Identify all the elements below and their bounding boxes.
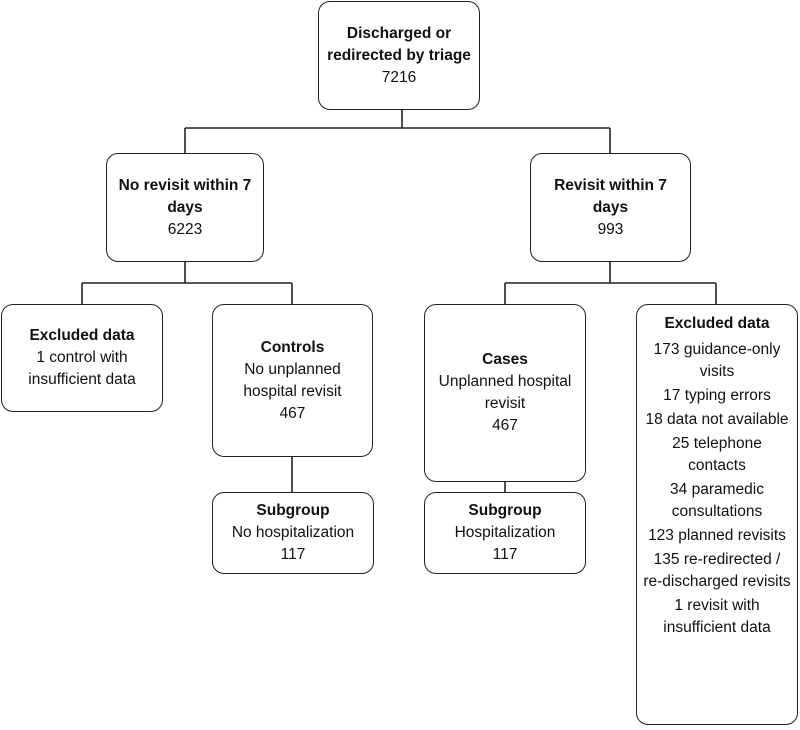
subgroup-cases-detail: Hospitalization <box>454 524 556 541</box>
controls-count: 467 <box>279 404 306 422</box>
revisit-title: Revisit within 7 days <box>554 176 667 216</box>
excluded-item: 18 data not available <box>645 411 789 428</box>
excluded-item: 173 guidance-only visits <box>653 341 781 380</box>
subgroup-controls-count: 117 <box>280 546 306 563</box>
cases-detail: Unplanned hospital revisit <box>438 373 572 412</box>
controls-box: Controls No unplanned hospital revisit 4… <box>212 304 373 457</box>
cases-count: 467 <box>492 417 518 434</box>
controls-title: Controls <box>260 338 325 356</box>
cases-box: Cases Unplanned hospital revisit 467 <box>424 304 586 482</box>
excluded-left-title: Excluded data <box>29 327 135 344</box>
no-revisit-box: No revisit within 7 days 6223 <box>106 153 264 262</box>
excluded-right-box: Excluded data 173 guidance-only visits 1… <box>636 304 798 725</box>
subgroup-cases-title: Subgroup <box>468 502 542 519</box>
revisit-box: Revisit within 7 days 993 <box>530 153 691 262</box>
no-revisit-title: No revisit within 7 days <box>118 176 252 216</box>
excluded-left-box: Excluded data 1 control with insufficien… <box>1 304 163 412</box>
subgroup-cases-count: 117 <box>492 546 518 563</box>
excluded-item: 135 re-redirected / re-discharged revisi… <box>643 551 791 590</box>
excluded-left-detail: 1 control with insufficient data <box>28 349 136 388</box>
excluded-item: 34 paramedic consultations <box>670 481 764 520</box>
excluded-item: 123 planned revisits <box>648 527 786 544</box>
subgroup-controls-title: Subgroup <box>256 502 330 519</box>
excluded-item: 1 revisit with insufficient data <box>663 597 771 636</box>
subgroup-controls-detail: No hospitalization <box>231 524 355 541</box>
subgroup-controls-box: Subgroup No hospitalization 117 <box>212 492 374 574</box>
excluded-item: 25 telephone contacts <box>672 435 762 474</box>
controls-detail: No unplanned hospital revisit <box>243 360 342 400</box>
excluded-item: 17 typing errors <box>663 387 771 404</box>
root-count: 7216 <box>381 68 417 86</box>
root-box: Discharged or redirected by triage 7216 <box>318 1 480 110</box>
excluded-right-title: Excluded data <box>664 315 770 332</box>
root-title: Discharged or redirected by triage <box>327 24 471 64</box>
cases-title: Cases <box>482 351 528 368</box>
no-revisit-count: 6223 <box>167 220 203 238</box>
revisit-count: 993 <box>597 220 624 238</box>
subgroup-cases-box: Subgroup Hospitalization 117 <box>424 492 586 574</box>
